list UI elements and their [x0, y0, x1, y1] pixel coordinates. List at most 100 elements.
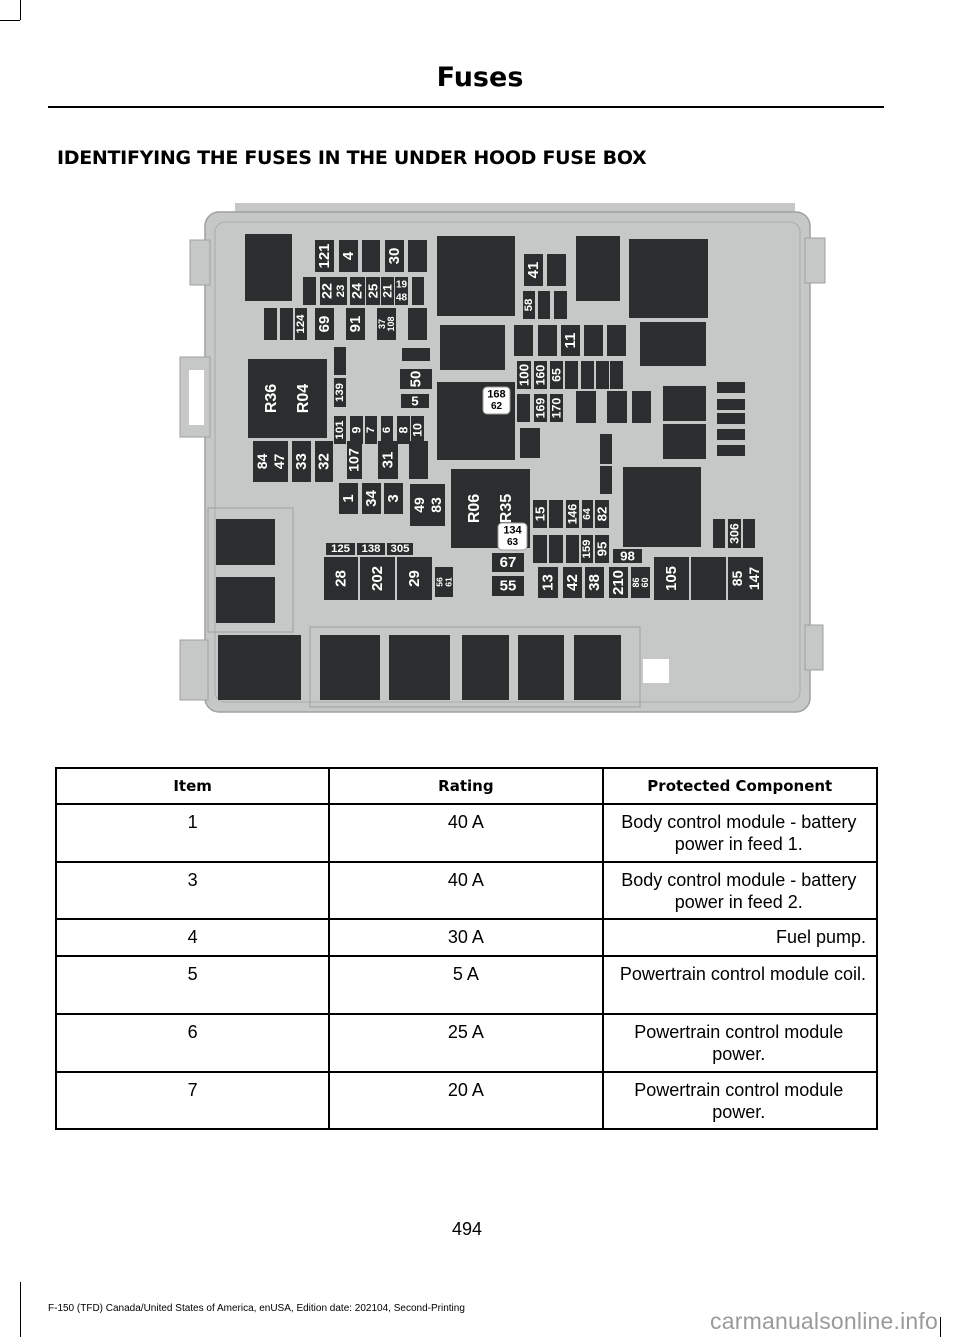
fuse-label: 10	[411, 423, 425, 437]
fuse-slot	[320, 635, 380, 700]
title-divider	[48, 106, 884, 108]
fuse-label: 19	[396, 280, 408, 291]
fuse-label: 15	[533, 506, 548, 521]
fuse	[339, 483, 358, 514]
table-row: 3 40 A Body control module - battery pow…	[54, 861, 879, 920]
fuse-slot	[640, 322, 706, 366]
crop-mark	[940, 1317, 941, 1337]
fuse	[346, 308, 365, 340]
fuse-label: 25	[366, 283, 381, 298]
fuse-slot	[518, 635, 564, 700]
fuse-label: 29	[406, 570, 423, 587]
fuse-label: 8	[397, 426, 411, 433]
fuse-slot	[581, 361, 594, 389]
protected-component-cell: Body control module - battery power in f…	[601, 803, 879, 863]
fuse-label: 21	[381, 284, 395, 298]
fuse-slot	[607, 391, 627, 423]
fuse-slot	[334, 347, 346, 375]
fuse	[292, 441, 311, 482]
fuse-table: Item Rating Protected Component 1 40 A B…	[54, 767, 879, 1130]
fuse	[728, 519, 741, 548]
fuse	[350, 277, 365, 305]
fuse	[365, 416, 377, 444]
fuse	[335, 277, 347, 305]
fuse-label: 134	[503, 525, 522, 537]
component-text: Fuel pump.	[775, 927, 866, 947]
section-title: Fuses	[436, 62, 524, 93]
fuse	[561, 325, 580, 356]
fuse-slot	[713, 519, 725, 548]
callout-label-box	[497, 522, 528, 551]
fuse-slot	[303, 277, 316, 305]
fuse-slot	[663, 386, 706, 421]
fuse-label: 48	[396, 293, 408, 304]
item-cell: 5	[54, 955, 331, 1015]
fuse-label: 56	[435, 577, 445, 587]
fuse	[550, 394, 563, 422]
page-heading: IDENTIFYING THE FUSES IN THE UNDER HOOD …	[57, 147, 647, 169]
fuse-slot	[717, 399, 745, 410]
fuse-label: 60	[640, 577, 650, 587]
fuse-slot	[408, 308, 427, 340]
fuse-slot	[533, 535, 547, 563]
fuse	[339, 240, 358, 272]
page-number: 494	[451, 1219, 483, 1239]
fuse-label: 139	[334, 383, 346, 402]
fuse	[401, 394, 429, 408]
table-row: 1 40 A Body control module - battery pow…	[54, 803, 879, 863]
fuse-slot	[514, 325, 533, 356]
fuse-slot	[717, 382, 745, 393]
item-cell: 6	[54, 1013, 331, 1073]
fuse-label: 100	[517, 364, 532, 386]
fuse-label: 121	[316, 243, 333, 268]
fuse-label: 91	[347, 316, 364, 333]
fuse-label: 147	[746, 567, 762, 591]
fuse-label: 159	[581, 539, 593, 558]
fuse-slot	[576, 236, 620, 301]
fuse-slot	[574, 635, 621, 700]
fuse-label: 50	[408, 371, 425, 388]
fuse-label: 86	[631, 577, 641, 587]
fuse-label: R35	[498, 494, 515, 523]
fuse	[397, 416, 410, 444]
fuse	[492, 553, 524, 572]
fuse-slot	[565, 361, 578, 389]
fuse-slot	[437, 236, 515, 316]
fuse-slot	[600, 434, 612, 464]
fuse	[533, 500, 547, 528]
fuse-label: 49	[411, 497, 427, 513]
fuse	[492, 576, 524, 596]
fuse	[534, 361, 547, 389]
fuse-slot	[632, 391, 651, 423]
fuse-slot	[547, 254, 566, 286]
fuse-label: 33	[293, 453, 310, 470]
fuse	[378, 441, 398, 479]
fuse-label: 82	[595, 507, 610, 522]
fuse	[334, 416, 346, 444]
fuse-slot	[440, 325, 505, 370]
protected-component-cell: Powertrain control module power.	[601, 1013, 879, 1073]
fuse	[315, 441, 333, 482]
fuse	[550, 361, 563, 389]
fuse	[395, 277, 408, 305]
fuse-slot	[600, 466, 612, 494]
fuse	[595, 500, 609, 528]
fuse-slot	[517, 394, 530, 422]
component-text: Body control module - battery power in f…	[621, 870, 857, 912]
fuse-label: 42	[564, 574, 581, 591]
fuse	[517, 361, 531, 389]
fuse-label: 95	[595, 541, 610, 556]
fuse-label: 62	[491, 401, 503, 412]
fuse-slot	[549, 500, 563, 528]
fuse-label: 67	[500, 554, 517, 571]
fuse	[566, 500, 579, 528]
fuse-label: 6	[381, 427, 393, 433]
fuse	[585, 567, 604, 598]
fuse-label: 169	[534, 398, 548, 419]
fuse	[357, 543, 385, 555]
fuse-label: 13	[540, 574, 557, 591]
fuse	[654, 557, 689, 600]
fuse-label: 24	[350, 283, 366, 299]
rating-cell: 5 A	[328, 955, 604, 1015]
